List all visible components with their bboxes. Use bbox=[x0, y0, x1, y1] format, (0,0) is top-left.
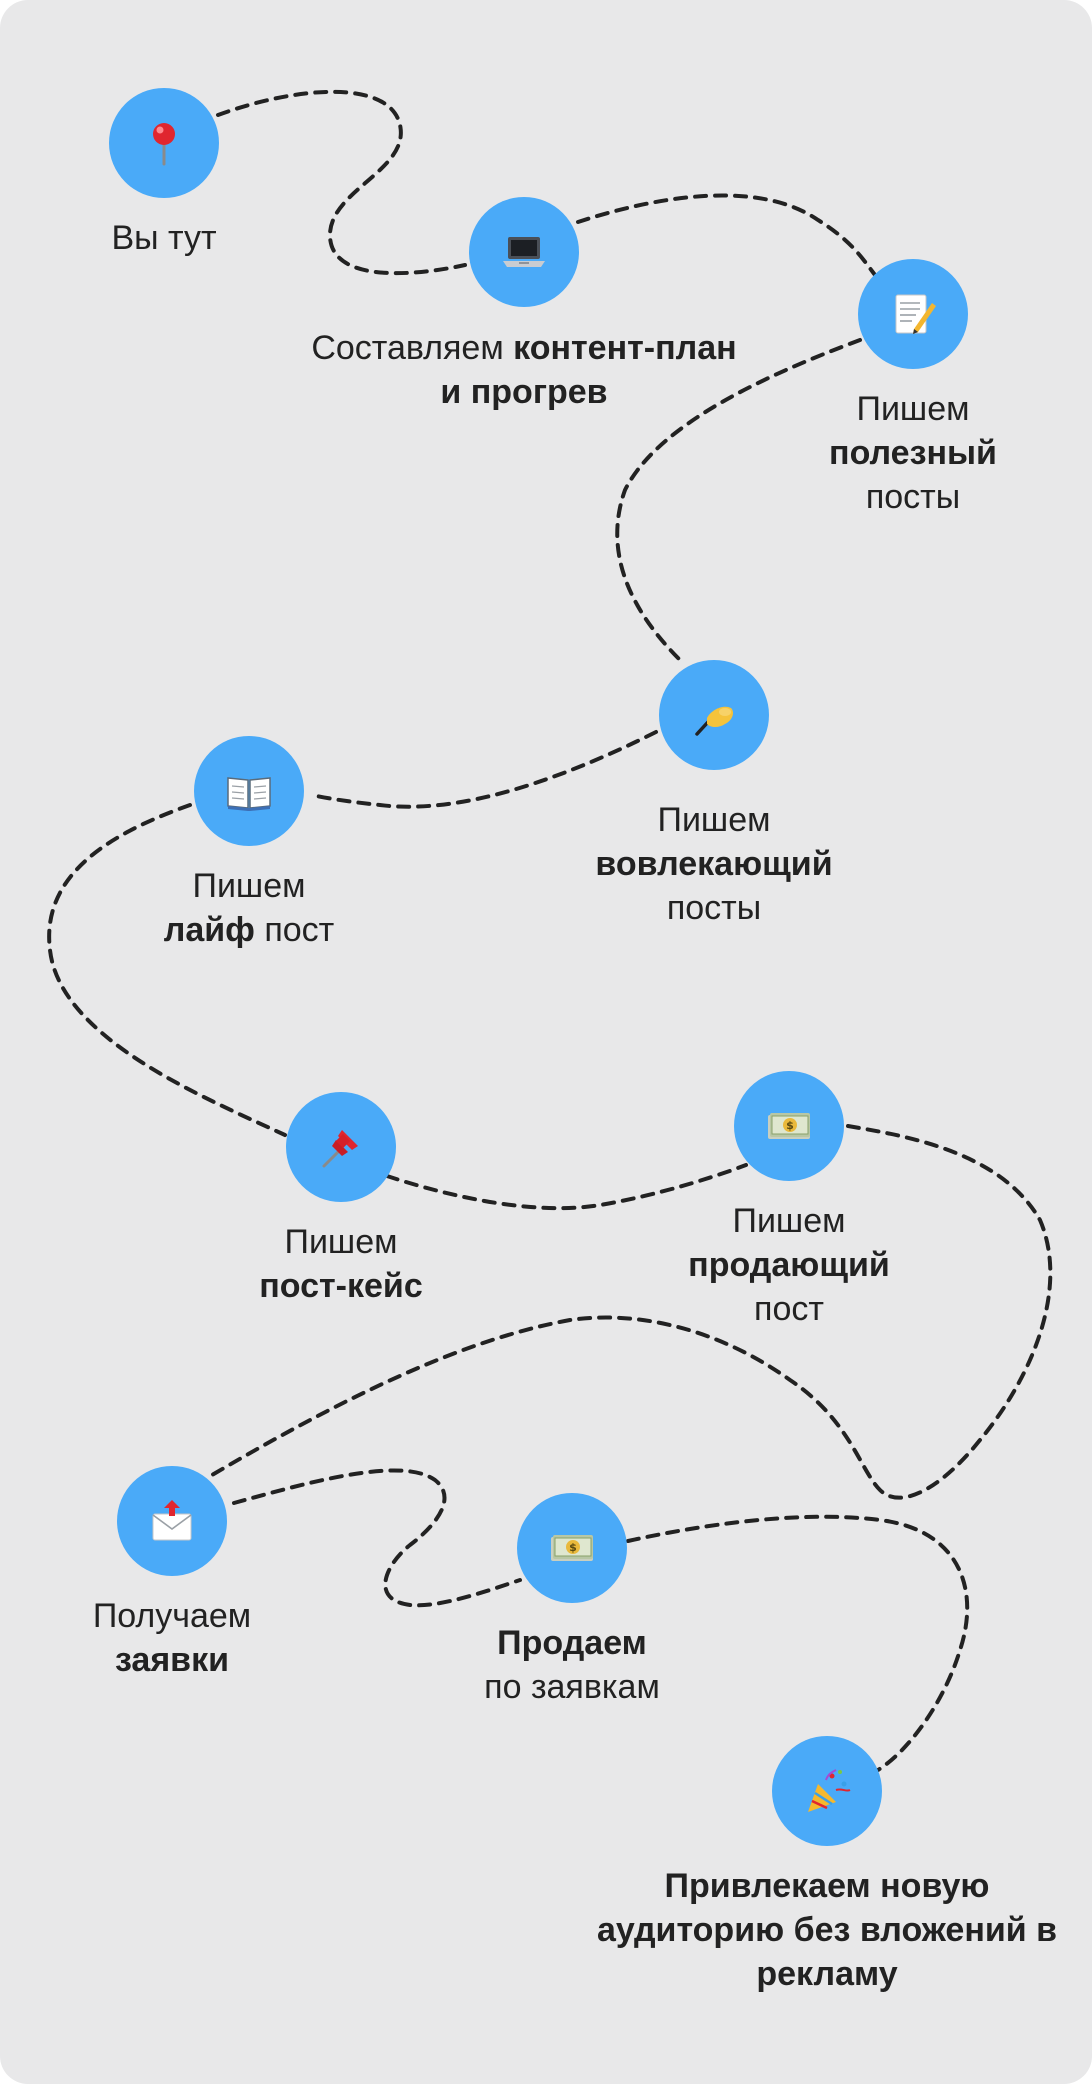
route-segment-3 bbox=[615, 338, 862, 662]
laptop-icon bbox=[503, 237, 545, 267]
step-node-4 bbox=[659, 660, 769, 770]
step-label-10: Привлекаем новую аудиторию без вложений … bbox=[597, 1864, 1057, 1996]
step-label-3-after: посты bbox=[865, 478, 961, 516]
route-segment-5 bbox=[47, 803, 287, 1137]
step-label-5-bold: лайф bbox=[163, 911, 255, 949]
route-segment-4 bbox=[310, 730, 658, 809]
svg-text:$: $ bbox=[569, 1541, 577, 1554]
route-segment-6 bbox=[385, 1163, 748, 1211]
step-node-8 bbox=[117, 1466, 227, 1576]
step-label-1-text: Вы тут bbox=[111, 219, 217, 257]
step-label-5: Пишем лайф пост bbox=[109, 864, 389, 952]
step-node-7: $ bbox=[734, 1071, 844, 1181]
step-label-7-after: пост bbox=[754, 1290, 824, 1328]
step-label-8-bold: заявки bbox=[114, 1641, 230, 1679]
step-node-3 bbox=[858, 259, 968, 369]
step-label-4-plain: Пишем bbox=[657, 801, 771, 839]
step-label-2-bold: контент-план и прогрев bbox=[440, 329, 737, 411]
step-label-9-bold: Продаем bbox=[497, 1624, 647, 1662]
step-label-3-plain: Пишем bbox=[856, 390, 970, 428]
step-label-9-after: по заявкам bbox=[484, 1668, 660, 1706]
party-popper-icon bbox=[808, 1769, 851, 1812]
step-label-5-plain: Пишем bbox=[192, 867, 306, 905]
round-pushpin-icon bbox=[153, 123, 175, 166]
dollar-banknote-icon: $ bbox=[768, 1113, 810, 1139]
step-label-8-plain: Получаем bbox=[92, 1597, 252, 1635]
step-label-2: Составляем контент-план и прогрев bbox=[304, 326, 744, 414]
route-segment-2 bbox=[576, 193, 877, 277]
route-segment-8 bbox=[232, 1468, 522, 1608]
step-label-4-after: посты bbox=[666, 889, 762, 927]
step-label-4-bold: вовлекающий bbox=[595, 845, 833, 883]
step-node-6 bbox=[286, 1092, 396, 1202]
step-label-3: Пишем полезный посты bbox=[773, 387, 1053, 519]
svg-text:$: $ bbox=[786, 1119, 794, 1132]
step-label-3-bold: полезный bbox=[829, 434, 997, 472]
step-label-5-after: пост bbox=[264, 911, 335, 949]
step-label-6-bold: пост-кейс bbox=[259, 1267, 423, 1305]
envelope-with-arrow-icon bbox=[152, 1500, 192, 1541]
step-label-1: Вы тут bbox=[44, 216, 284, 260]
pushpin-icon bbox=[322, 1130, 358, 1168]
step-label-7-bold: продающий bbox=[688, 1246, 890, 1284]
step-label-2-plain: Составляем bbox=[311, 329, 514, 367]
step-node-5 bbox=[194, 736, 304, 846]
step-label-4: Пишем вовлекающий посты bbox=[564, 798, 864, 930]
open-book-icon bbox=[227, 777, 271, 811]
step-node-1 bbox=[109, 88, 219, 198]
step-label-7: Пишем продающий пост bbox=[639, 1199, 939, 1331]
step-node-2 bbox=[469, 197, 579, 307]
memo-icon bbox=[895, 294, 936, 334]
route-segment-7 bbox=[210, 1124, 1053, 1500]
step-label-5-second-line: лайф пост bbox=[109, 908, 389, 952]
writing-hand-icon bbox=[695, 706, 733, 736]
step-label-8: Получаем заявки bbox=[32, 1594, 312, 1682]
route-segment-9 bbox=[626, 1514, 970, 1772]
step-label-6-plain: Пишем bbox=[284, 1223, 398, 1261]
step-node-9: $ bbox=[517, 1493, 627, 1603]
step-label-10-bold: Привлекаем новую аудиторию без вложений … bbox=[597, 1867, 1058, 1993]
dollar-banknote-icon: $ bbox=[551, 1535, 593, 1561]
step-label-7-plain: Пишем bbox=[732, 1202, 846, 1240]
step-label-6: Пишем пост-кейс bbox=[201, 1220, 481, 1308]
step-label-9: Продаем по заявкам bbox=[422, 1621, 722, 1709]
step-node-10 bbox=[772, 1736, 882, 1846]
route-segment-1 bbox=[216, 89, 467, 276]
